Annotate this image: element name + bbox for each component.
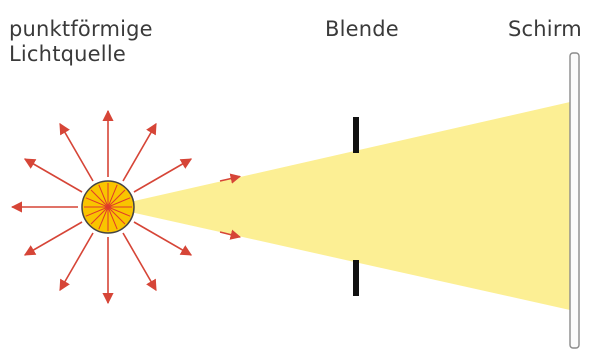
aperture-lower-blade <box>353 260 359 296</box>
emitted-ray-11 <box>25 159 82 192</box>
emitted-ray-5 <box>134 222 191 255</box>
emitted-ray-2 <box>123 124 156 181</box>
aperture-upper-blade <box>353 117 359 153</box>
emitted-ray-8 <box>60 233 93 290</box>
emitted-ray-6 <box>123 233 156 290</box>
emitted-ray-3 <box>134 159 191 192</box>
emitted-ray-12 <box>60 124 93 181</box>
light-cone <box>108 102 570 310</box>
light-source-spokes <box>84 183 132 231</box>
screen <box>570 53 579 348</box>
emitted-ray-9 <box>25 222 82 255</box>
